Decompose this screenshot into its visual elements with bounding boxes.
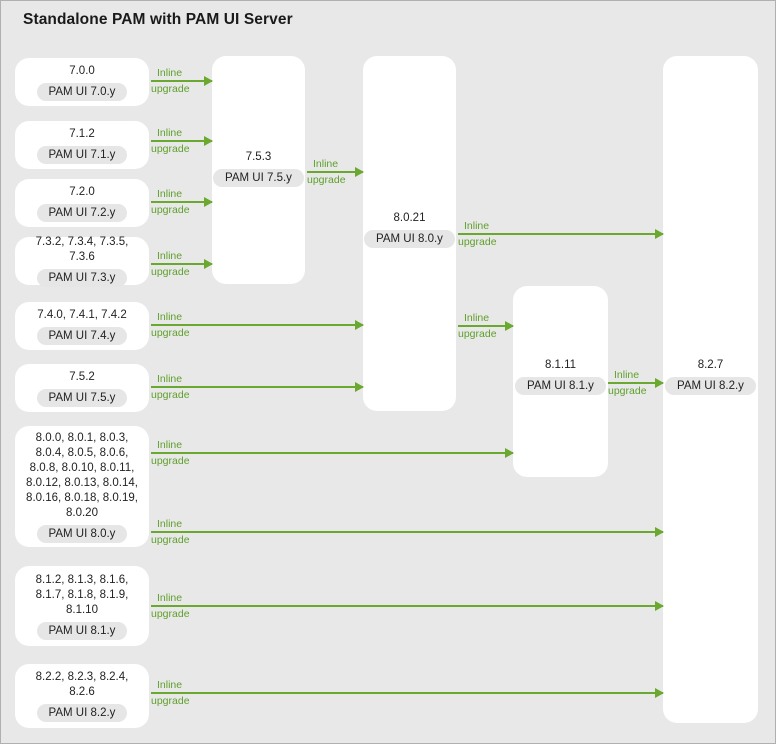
source-versions: 8.0.0, 8.0.1, 8.0.3, 8.0.4, 8.0.5, 8.0.6… [26, 431, 138, 519]
source-versions: 7.3.2, 7.3.4, 7.3.5, 7.3.6 [35, 236, 129, 263]
source-card-7-3-x: 7.3.2, 7.3.4, 7.3.5, 7.3.6 PAM UI 7.3.y [15, 236, 149, 287]
edge-label-line2: upgrade [151, 204, 190, 216]
target-version-7-5-3: 7.5.3 [245, 151, 272, 163]
source-versions: 7.1.2 [69, 127, 95, 140]
source-card-7-0-0: 7.0.0 PAM UI 7.0.y [15, 58, 149, 106]
target-ui-8-0-21: PAM UI 8.0.y [364, 230, 455, 248]
edge-label-line1: Inline [614, 369, 640, 381]
edge-8-2-x-to-8-2-7: Inline upgrade [151, 679, 664, 707]
source-versions: 7.0.0 [69, 64, 95, 77]
edge-8-0-21-to-8-1-11: Inline upgrade [458, 312, 514, 340]
edge-label-line1: Inline [157, 592, 183, 604]
edge-8-1-11-to-8-2-7: Inline upgrade [608, 369, 664, 397]
source-card-7-4-x: 7.4.0, 7.4.1, 7.4.2 PAM UI 7.4.y [15, 302, 149, 350]
source-ui-label: PAM UI 8.2.y [36, 704, 128, 722]
edge-8-0-21-to-8-2-7: Inline upgrade [458, 220, 664, 248]
edge-label-line2: upgrade [608, 385, 647, 397]
source-ui-label: PAM UI 7.1.y [36, 145, 128, 164]
page-title: Standalone PAM with PAM UI Server [23, 11, 293, 28]
source-card-7-5-2: 7.5.2 PAM UI 7.5.y [15, 364, 149, 412]
edge-label-line2: upgrade [151, 534, 190, 546]
edge-label-line1: Inline [464, 220, 490, 232]
edge-label-line2: upgrade [151, 455, 190, 467]
edge-7-1-2-to-7-5-3: Inline upgrade [151, 127, 213, 155]
source-card-8-2-x: 8.2.2, 8.2.3, 8.2.4, 8.2.6 PAM UI 8.2.y [15, 664, 149, 728]
edge-label-line2: upgrade [151, 608, 190, 620]
edge-label-line1: Inline [157, 679, 183, 691]
edge-8-0-x-to-8-2-7: Inline upgrade [151, 518, 664, 546]
source-versions: 7.5.2 [69, 370, 95, 383]
edge-label-line2: upgrade [151, 695, 190, 707]
edge-label-line1: Inline [157, 67, 183, 79]
source-card-8-1-x: 8.1.2, 8.1.3, 8.1.6, 8.1.7, 8.1.8, 8.1.9… [15, 566, 149, 646]
edge-label-line2: upgrade [151, 83, 190, 95]
edge-label-line2: upgrade [151, 389, 190, 401]
target-version-8-1-11: 8.1.11 [544, 359, 577, 371]
target-version-8-2-7: 8.2.7 [697, 359, 724, 371]
source-versions: 7.4.0, 7.4.1, 7.4.2 [37, 308, 127, 321]
source-ui-label: PAM UI 7.2.y [36, 203, 128, 222]
source-ui-label: PAM UI 7.0.y [36, 82, 128, 101]
source-card-7-2-0: 7.2.0 PAM UI 7.2.y [15, 179, 149, 227]
target-column-8-1-11: 8.1.11 PAM UI 8.1.y [513, 286, 608, 477]
source-versions: 8.2.2, 8.2.3, 8.2.4, 8.2.6 [35, 671, 129, 698]
edge-label-line2: upgrade [151, 143, 190, 155]
target-column-8-2-7: 8.2.7 PAM UI 8.2.y [663, 56, 758, 723]
target-version-8-0-21: 8.0.21 [393, 212, 426, 224]
edge-label-line2: upgrade [151, 327, 190, 339]
edge-label-line1: Inline [157, 250, 183, 262]
edge-label-line1: Inline [157, 127, 183, 139]
source-card-8-0-x: 8.0.0, 8.0.1, 8.0.3, 8.0.4, 8.0.5, 8.0.6… [15, 426, 149, 547]
edge-7-3-x-to-7-5-3: Inline upgrade [151, 250, 213, 278]
edge-8-1-x-to-8-2-7: Inline upgrade [151, 592, 664, 620]
target-column-8-0-21: 8.0.21 PAM UI 8.0.y [363, 56, 456, 411]
source-versions: 8.1.2, 8.1.3, 8.1.6, 8.1.7, 8.1.8, 8.1.9… [35, 573, 129, 616]
source-ui-label: PAM UI 7.5.y [36, 388, 128, 407]
edge-7-5-2-to-8-0-21: Inline upgrade [151, 373, 364, 401]
edge-7-5-3-to-8-0-21: Inline upgrade [307, 158, 364, 186]
source-card-7-1-2: 7.1.2 PAM UI 7.1.y [15, 121, 149, 169]
edge-label-line2: upgrade [458, 328, 497, 340]
edge-label-line2: upgrade [151, 266, 190, 278]
target-ui-7-5-3: PAM UI 7.5.y [213, 169, 304, 187]
edge-7-2-0-to-7-5-3: Inline upgrade [151, 188, 213, 216]
edge-7-4-x-to-8-0-21: Inline upgrade [151, 311, 364, 339]
edge-label-line1: Inline [464, 312, 490, 324]
edge-label-line2: upgrade [307, 174, 346, 186]
edge-label-line1: Inline [157, 188, 183, 200]
source-versions: 7.2.0 [69, 185, 95, 198]
source-ui-label: PAM UI 7.3.y [36, 269, 128, 287]
source-ui-label: PAM UI 7.4.y [36, 326, 128, 345]
source-ui-label: PAM UI 8.0.y [36, 524, 128, 543]
edge-8-0-x-to-8-1-11: Inline upgrade [151, 439, 514, 467]
edge-label-line1: Inline [157, 439, 183, 451]
edge-7-0-0-to-7-5-3: Inline upgrade [151, 67, 213, 95]
edge-label-line1: Inline [157, 518, 183, 530]
target-ui-8-1-11: PAM UI 8.1.y [515, 377, 606, 395]
edge-label-line1: Inline [313, 158, 339, 170]
target-column-7-5-3: 7.5.3 PAM UI 7.5.y [212, 56, 305, 284]
edge-label-line1: Inline [157, 311, 183, 323]
edge-label-line2: upgrade [458, 236, 497, 248]
edge-label-line1: Inline [157, 373, 183, 385]
source-ui-label: PAM UI 8.1.y [36, 621, 128, 640]
target-ui-8-2-7: PAM UI 8.2.y [665, 377, 756, 395]
